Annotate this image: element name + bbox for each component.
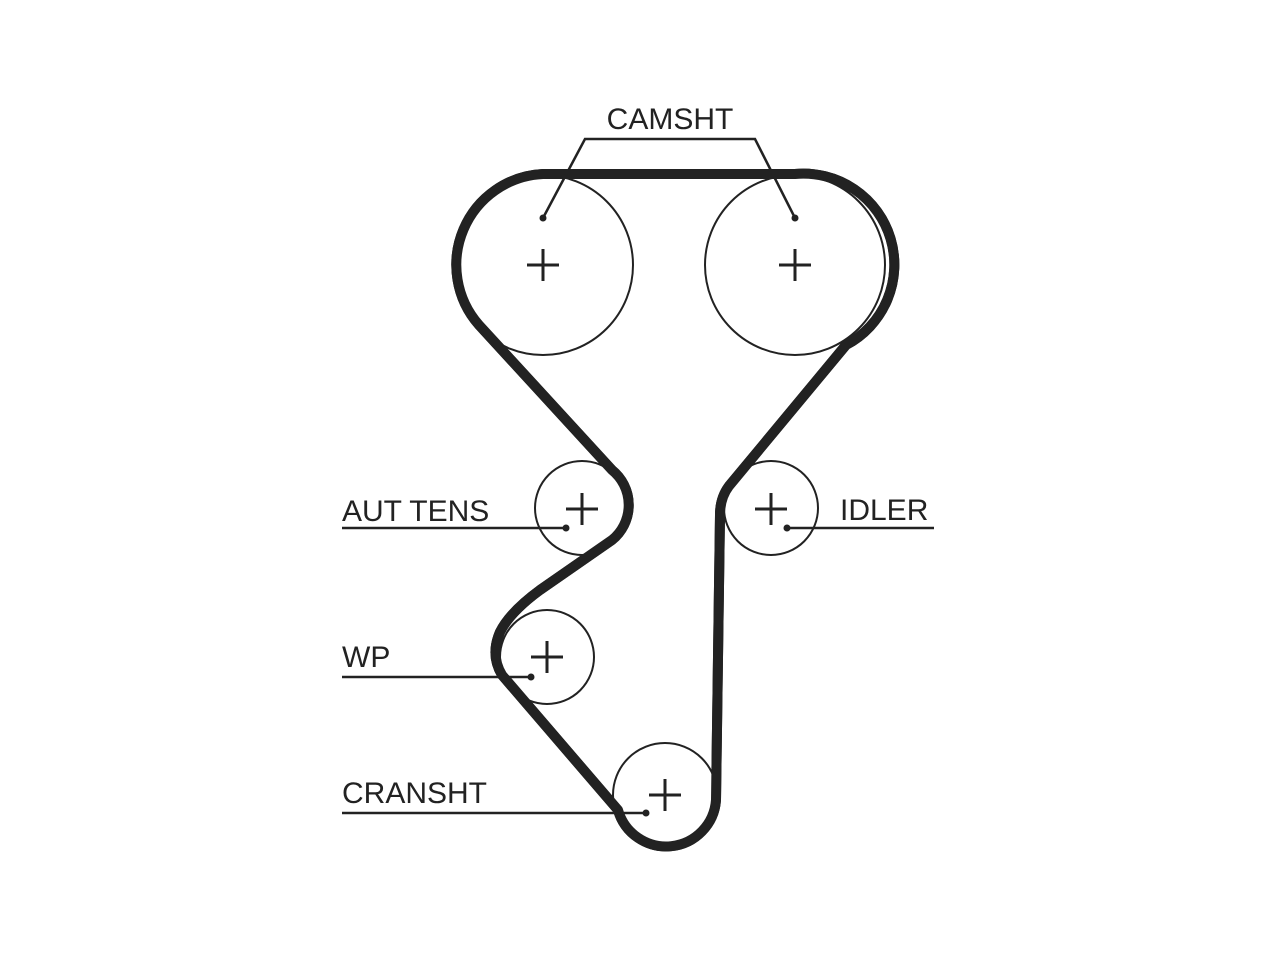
water-pump-leader-dot bbox=[527, 673, 535, 681]
water-pump-label: WP bbox=[342, 641, 390, 674]
water-pump-center-icon bbox=[531, 641, 563, 673]
crankshaft-center-icon bbox=[649, 779, 681, 811]
crankshaft-label: CRANSHT bbox=[342, 777, 487, 810]
camshaft-label: CAMSHT bbox=[607, 103, 734, 136]
camshaft-right-center-icon bbox=[779, 249, 811, 281]
auto-tensioner-label: AUT TENS bbox=[342, 495, 489, 528]
camshaft-leader bbox=[541, 137, 797, 219]
crankshaft-leader-dot bbox=[642, 809, 650, 817]
idler-leader-dot bbox=[783, 524, 791, 532]
idler-label: IDLER bbox=[840, 494, 928, 527]
camshaft-left-leader-dot bbox=[539, 214, 547, 222]
auto-tensioner-leader-dot bbox=[562, 524, 570, 532]
camshaft-left-center-icon bbox=[527, 249, 559, 281]
timing-belt-overlay bbox=[451, 168, 900, 852]
auto-tensioner-center-icon bbox=[566, 493, 598, 525]
idler-center-icon bbox=[755, 493, 787, 525]
camshaft-right-leader-dot bbox=[791, 214, 799, 222]
